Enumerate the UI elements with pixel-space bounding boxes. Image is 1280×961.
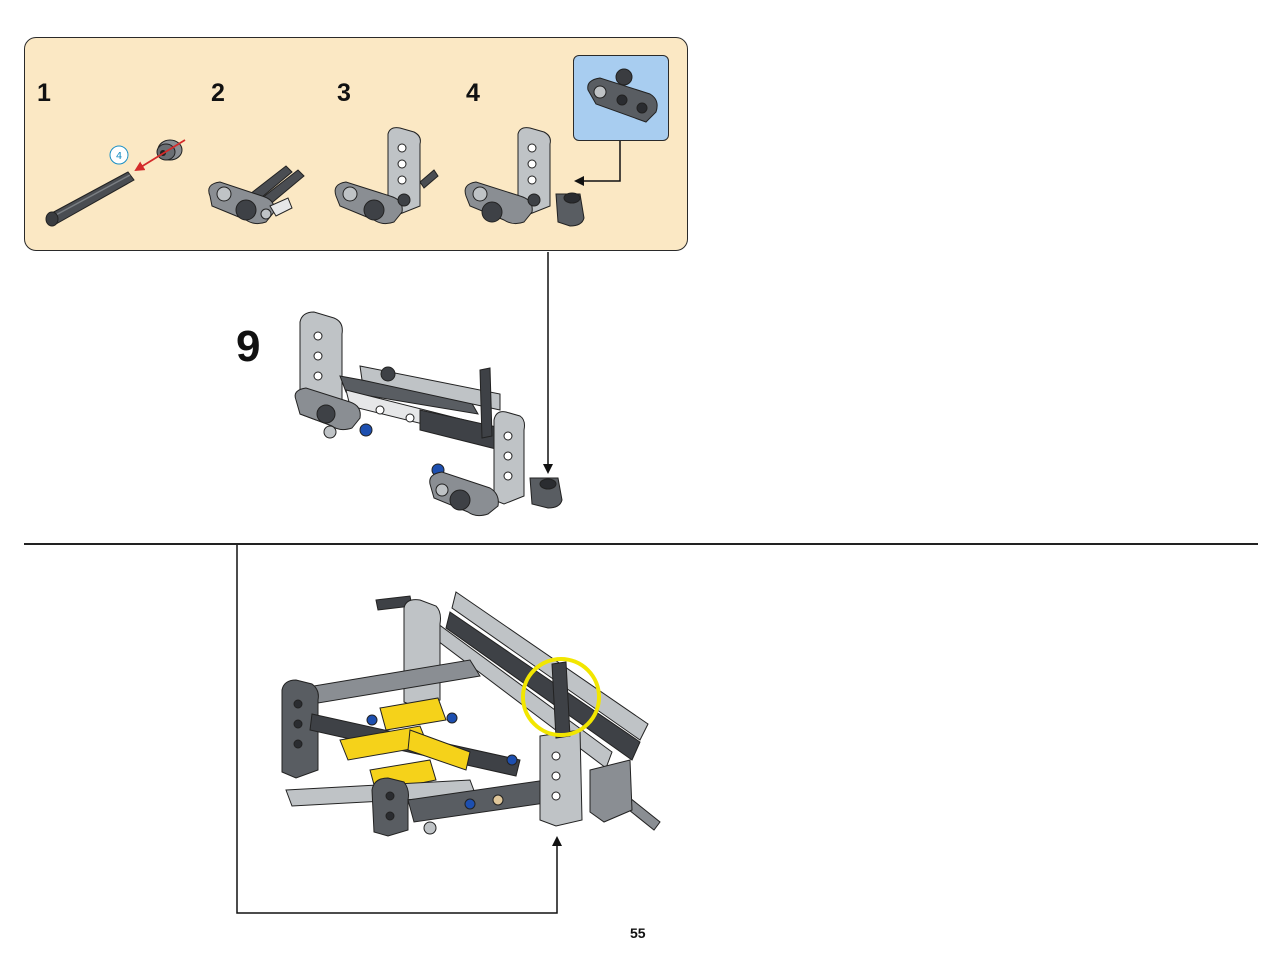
page-number: 55 xyxy=(630,925,646,941)
substep-number-3: 3 xyxy=(337,79,351,107)
section-divider xyxy=(24,543,1258,545)
substep-4-assembly xyxy=(464,127,585,227)
step-number: 9 xyxy=(236,322,261,371)
substep-number-4: 4 xyxy=(466,79,480,107)
highlight-circle-icon xyxy=(521,657,601,737)
substep-2-assembly xyxy=(208,165,305,225)
quantity-marker-label: 4 xyxy=(116,151,122,162)
insert-arrow xyxy=(134,139,186,172)
substep-number-2: 2 xyxy=(211,79,225,107)
placement-arrow xyxy=(236,543,562,914)
substep-3-assembly xyxy=(334,127,439,225)
connector-icon xyxy=(587,68,658,123)
substep-number-1: 1 xyxy=(37,79,51,107)
axle-icon xyxy=(45,171,135,227)
pin-icon xyxy=(464,798,476,810)
quantity-marker xyxy=(109,145,129,165)
callout-arrow xyxy=(574,141,621,186)
overview-model xyxy=(281,591,661,837)
step-9-model xyxy=(294,311,563,517)
yellow-connector-1 xyxy=(379,697,447,731)
